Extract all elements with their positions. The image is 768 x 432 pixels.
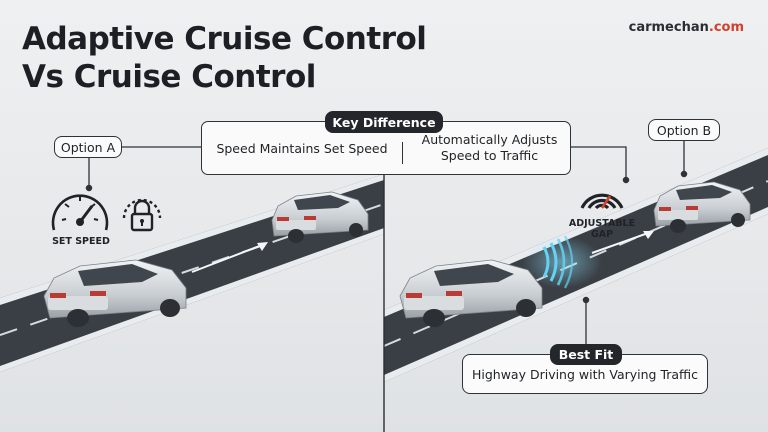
radar-waves [522,231,654,289]
brand-logo[interactable]: carmechan.com [629,20,744,35]
option-b-label: Option B [648,119,720,141]
signal-icon [580,193,624,210]
best-fit-label: Best Fit [550,344,622,365]
key-difference-left-text: Speed Maintains Set Speed [216,140,388,156]
title-line-2: Vs Cruise Control [22,59,316,95]
option-a-label: Option A [54,136,122,158]
speedometer-icon [51,194,109,231]
brand-suffix: .com [708,20,744,35]
key-difference-separator [402,142,403,164]
car-right-follow [399,259,543,327]
connector-lines [85,140,688,344]
set-speed-label: SET SPEED [52,236,110,247]
adjustable-gap-label: ADJUSTABLE GAP [568,218,636,240]
car-left-lead [271,191,369,243]
key-difference-right-text: Automatically Adjusts Speed to Traffic [421,132,558,163]
car-right-lead [653,181,751,233]
car-left-follow [43,259,187,327]
page-title: Adaptive Cruise Control Vs Cruise Contro… [22,20,427,96]
key-difference-label: Key Difference [325,111,443,133]
title-line-1: Adaptive Cruise Control [22,21,427,57]
distance-arrow-left [191,242,268,273]
brand-name: carmechan [628,20,709,35]
lock-icon [122,198,162,232]
